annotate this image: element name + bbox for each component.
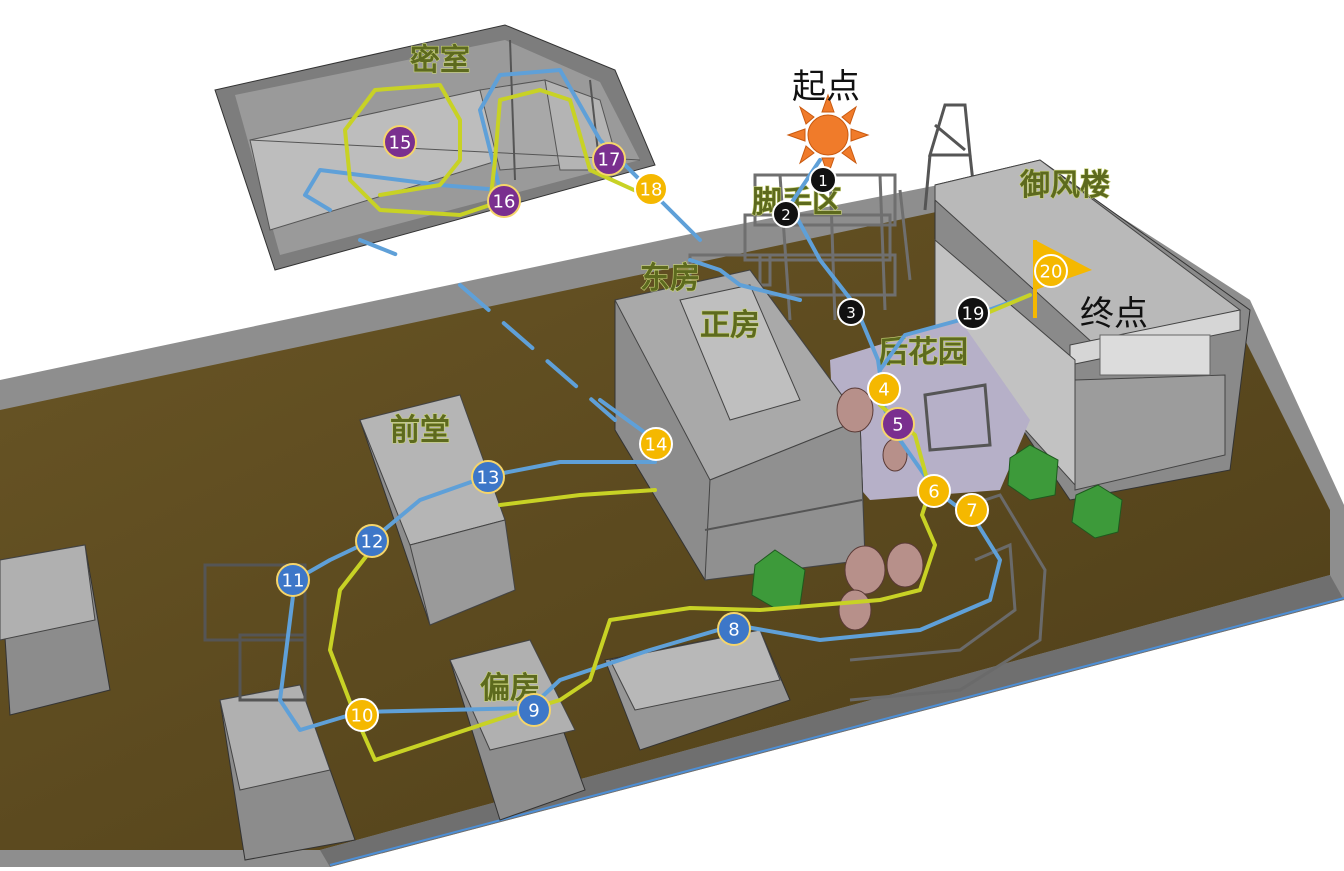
- waypoint-1: 1: [809, 166, 837, 194]
- waypoint-number: 2: [781, 206, 791, 224]
- rocks: [836, 387, 924, 631]
- waypoint-marker: [809, 166, 837, 194]
- waypoint-marker: [487, 184, 521, 218]
- trees: [751, 444, 1123, 611]
- misc-buildings: [0, 493, 1047, 861]
- waypoint-marker: [955, 493, 989, 527]
- area-label-front-hall: 前堂: [390, 413, 450, 448]
- waypoint-marker: [837, 298, 865, 326]
- waypoint-number: 6: [928, 482, 939, 503]
- waypoint-number: 18: [640, 180, 663, 201]
- front-hall-building: [359, 394, 516, 626]
- waypoint-number: 9: [528, 701, 539, 722]
- waypoint-6: 6: [917, 474, 951, 508]
- end-label: 终点: [1080, 294, 1148, 334]
- waypoint-marker: [772, 200, 800, 228]
- waypoint-9: 9: [517, 693, 551, 727]
- waypoint-number: 13: [477, 468, 500, 489]
- waypoint-marker: [345, 698, 379, 732]
- main-room-building: [614, 269, 866, 581]
- area-labels: 密室 脚手区 东房 正房 后花园 前堂 御风楼 偏房: [389, 42, 1110, 706]
- waypoint-number: 5: [892, 415, 903, 436]
- waypoint-number: 14: [645, 435, 668, 456]
- waypoint-marker: [639, 427, 673, 461]
- waypoint-5: 5: [881, 407, 915, 441]
- waypoint-number: 19: [962, 304, 985, 325]
- waypoint-2: 2: [772, 200, 800, 228]
- waypoint-11: 11: [276, 563, 310, 597]
- waypoint-number: 20: [1040, 262, 1063, 283]
- waypoint-8: 8: [717, 612, 751, 646]
- waypoint-13: 13: [471, 460, 505, 494]
- area-label-back-garden: 后花园: [878, 335, 968, 370]
- waypoint-number: 8: [728, 620, 739, 641]
- waypoint-number: 12: [361, 532, 384, 553]
- waypoint-number: 1: [818, 172, 828, 190]
- waypoint-marker: [383, 125, 417, 159]
- waypoint-marker: [717, 612, 751, 646]
- waypoint-20: 20: [1034, 254, 1068, 288]
- area-label-east-room: 东房: [640, 261, 700, 296]
- waypoint-17: 17: [592, 142, 626, 176]
- waypoint-3: 3: [837, 298, 865, 326]
- waypoint-16: 16: [487, 184, 521, 218]
- start-sun-icon: [786, 93, 870, 177]
- waypoint-number: 3: [846, 304, 856, 322]
- waypoint-marker: [592, 142, 626, 176]
- waypoint-marker: [634, 172, 668, 206]
- waypoint-marker: [276, 563, 310, 597]
- waypoint-14: 14: [639, 427, 673, 461]
- waypoint-marker: [517, 693, 551, 727]
- waypoint-7: 7: [955, 493, 989, 527]
- waypoint-number: 4: [878, 380, 889, 401]
- waypoint-18: 18: [634, 172, 668, 206]
- waypoint-marker: [471, 460, 505, 494]
- area-label-secret-room: 密室: [410, 43, 470, 78]
- area-label-yufeng-tower: 御风楼: [1019, 168, 1110, 203]
- waypoint-marker: [355, 524, 389, 558]
- waypoint-marker: [1034, 254, 1068, 288]
- waypoint-marker: [917, 474, 951, 508]
- waypoint-marker: [956, 296, 990, 330]
- waypoint-12: 12: [355, 524, 389, 558]
- waypoint-19: 19: [956, 296, 990, 330]
- start-label: 起点: [792, 67, 860, 107]
- waypoint-number: 17: [598, 150, 621, 171]
- waypoint-number: 7: [966, 501, 977, 522]
- waypoint-15: 15: [383, 125, 417, 159]
- waypoint-10: 10: [345, 698, 379, 732]
- waypoint-number: 15: [389, 133, 412, 154]
- waypoint-number: 16: [493, 192, 516, 213]
- waypoint-4: 4: [867, 372, 901, 406]
- waypoint-number: 10: [351, 706, 374, 727]
- waypoint-marker: [867, 372, 901, 406]
- area-label-main-room: 正房: [700, 308, 760, 343]
- waypoint-number: 11: [282, 571, 305, 592]
- waypoint-marker: [881, 407, 915, 441]
